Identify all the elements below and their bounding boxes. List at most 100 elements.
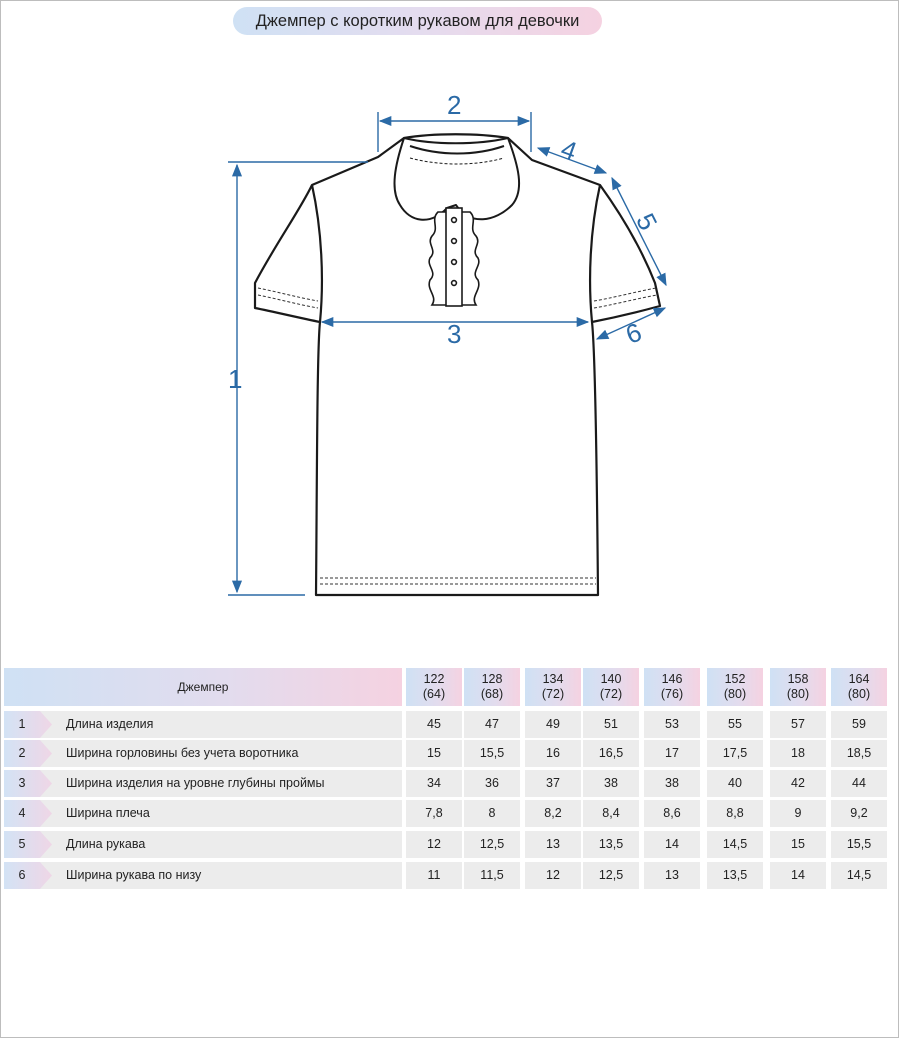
size-chest: (80) bbox=[786, 687, 810, 701]
row-parameter-name: Ширина рукава по низу bbox=[66, 868, 202, 882]
row-number-badge: 2 bbox=[4, 740, 52, 767]
table-cell: 15 bbox=[770, 831, 826, 858]
dimension-label-5: 5 bbox=[630, 209, 663, 236]
table-cell: 13,5 bbox=[707, 862, 763, 889]
table-cell: 38 bbox=[583, 770, 639, 797]
row-number-badge: 4 bbox=[4, 800, 52, 827]
table-cell: 14 bbox=[644, 831, 700, 858]
row-number-badge: 3 bbox=[4, 770, 52, 797]
table-cell: 13 bbox=[644, 862, 700, 889]
dimension-label-3: 3 bbox=[447, 319, 461, 349]
row-number: 5 bbox=[18, 837, 26, 851]
size-chest: (80) bbox=[847, 687, 871, 701]
table-cell: 44 bbox=[831, 770, 887, 797]
size-height: 140 bbox=[600, 672, 622, 686]
table-cell: 18 bbox=[770, 740, 826, 767]
table-cell: 7,8 bbox=[406, 800, 462, 827]
size-chest: (80) bbox=[723, 687, 747, 701]
size-height: 152 bbox=[724, 672, 746, 686]
table-header-label: Джемпер bbox=[4, 668, 402, 706]
row-number-badge: 6 bbox=[4, 862, 52, 889]
collar bbox=[393, 137, 520, 221]
table-cell: 36 bbox=[464, 770, 520, 797]
table-row-label: 6 Ширина рукава по низу bbox=[4, 862, 402, 889]
table-cell: 49 bbox=[525, 711, 581, 738]
row-number: 4 bbox=[18, 806, 26, 820]
table-cell: 42 bbox=[770, 770, 826, 797]
table-cell: 15 bbox=[406, 740, 462, 767]
table-cell: 9 bbox=[770, 800, 826, 827]
table-cell: 12 bbox=[406, 831, 462, 858]
dimension-label-4: 4 bbox=[557, 133, 581, 166]
page-title: Джемпер с коротким рукавом для девочки bbox=[233, 7, 602, 35]
table-row-label: 2 Ширина горловины без учета воротника bbox=[4, 740, 402, 767]
dimension-label-2: 2 bbox=[447, 90, 461, 120]
size-height: 146 bbox=[661, 672, 683, 686]
size-height: 158 bbox=[787, 672, 809, 686]
table-cell: 15,5 bbox=[464, 740, 520, 767]
table-cell: 37 bbox=[525, 770, 581, 797]
table-cell: 34 bbox=[406, 770, 462, 797]
table-cell: 17,5 bbox=[707, 740, 763, 767]
table-cell: 14,5 bbox=[707, 831, 763, 858]
table-cell: 55 bbox=[707, 711, 763, 738]
table-cell: 11 bbox=[406, 862, 462, 889]
size-chest: (76) bbox=[660, 687, 684, 701]
size-chest: (64) bbox=[422, 687, 446, 701]
table-cell: 47 bbox=[464, 711, 520, 738]
table-cell: 14,5 bbox=[831, 862, 887, 889]
size-column-header: 134(72) bbox=[525, 668, 581, 706]
garment-diagram: 1 2 3 4 5 6 bbox=[228, 90, 667, 597]
row-parameter-name: Ширина плеча bbox=[66, 806, 150, 820]
table-cell: 13 bbox=[525, 831, 581, 858]
table-cell: 9,2 bbox=[831, 800, 887, 827]
table-row-label: 3 Ширина изделия на уровне глубины проймы bbox=[4, 770, 402, 797]
size-column-header: 146(76) bbox=[644, 668, 700, 706]
table-cell: 8,4 bbox=[583, 800, 639, 827]
row-number-badge: 5 bbox=[4, 831, 52, 858]
size-column-header: 128(68) bbox=[464, 668, 520, 706]
row-number-badge: 1 bbox=[4, 711, 52, 738]
table-cell: 13,5 bbox=[583, 831, 639, 858]
size-height: 122 bbox=[423, 672, 445, 686]
size-column-header: 152(80) bbox=[707, 668, 763, 706]
table-cell: 11,5 bbox=[464, 862, 520, 889]
table-cell: 8,8 bbox=[707, 800, 763, 827]
size-chest: (68) bbox=[480, 687, 504, 701]
size-height: 164 bbox=[848, 672, 870, 686]
dimension-label-6: 6 bbox=[622, 317, 646, 350]
table-cell: 40 bbox=[707, 770, 763, 797]
table-cell: 16 bbox=[525, 740, 581, 767]
table-cell: 8,6 bbox=[644, 800, 700, 827]
table-cell: 15,5 bbox=[831, 831, 887, 858]
table-cell: 45 bbox=[406, 711, 462, 738]
table-cell: 38 bbox=[644, 770, 700, 797]
table-cell: 51 bbox=[583, 711, 639, 738]
table-cell: 17 bbox=[644, 740, 700, 767]
size-column-header: 158(80) bbox=[770, 668, 826, 706]
table-row-label: 4 Ширина плеча bbox=[4, 800, 402, 827]
row-number: 2 bbox=[18, 746, 26, 760]
table-cell: 12,5 bbox=[464, 831, 520, 858]
size-column-header: 140(72) bbox=[583, 668, 639, 706]
row-parameter-name: Ширина горловины без учета воротника bbox=[66, 746, 299, 760]
stitching bbox=[257, 287, 658, 585]
table-cell: 8,2 bbox=[525, 800, 581, 827]
size-height: 134 bbox=[542, 672, 564, 686]
table-cell: 12 bbox=[525, 862, 581, 889]
row-number: 1 bbox=[18, 717, 26, 731]
row-parameter-name: Ширина изделия на уровне глубины проймы bbox=[66, 776, 325, 790]
table-cell: 16,5 bbox=[583, 740, 639, 767]
table-cell: 12,5 bbox=[583, 862, 639, 889]
placket bbox=[428, 207, 480, 307]
table-cell: 18,5 bbox=[831, 740, 887, 767]
table-cell: 57 bbox=[770, 711, 826, 738]
size-height: 128 bbox=[481, 672, 503, 686]
size-column-header: 122(64) bbox=[406, 668, 462, 706]
size-chest: (72) bbox=[599, 687, 623, 701]
shirt-outline bbox=[253, 133, 662, 597]
table-cell: 59 bbox=[831, 711, 887, 738]
